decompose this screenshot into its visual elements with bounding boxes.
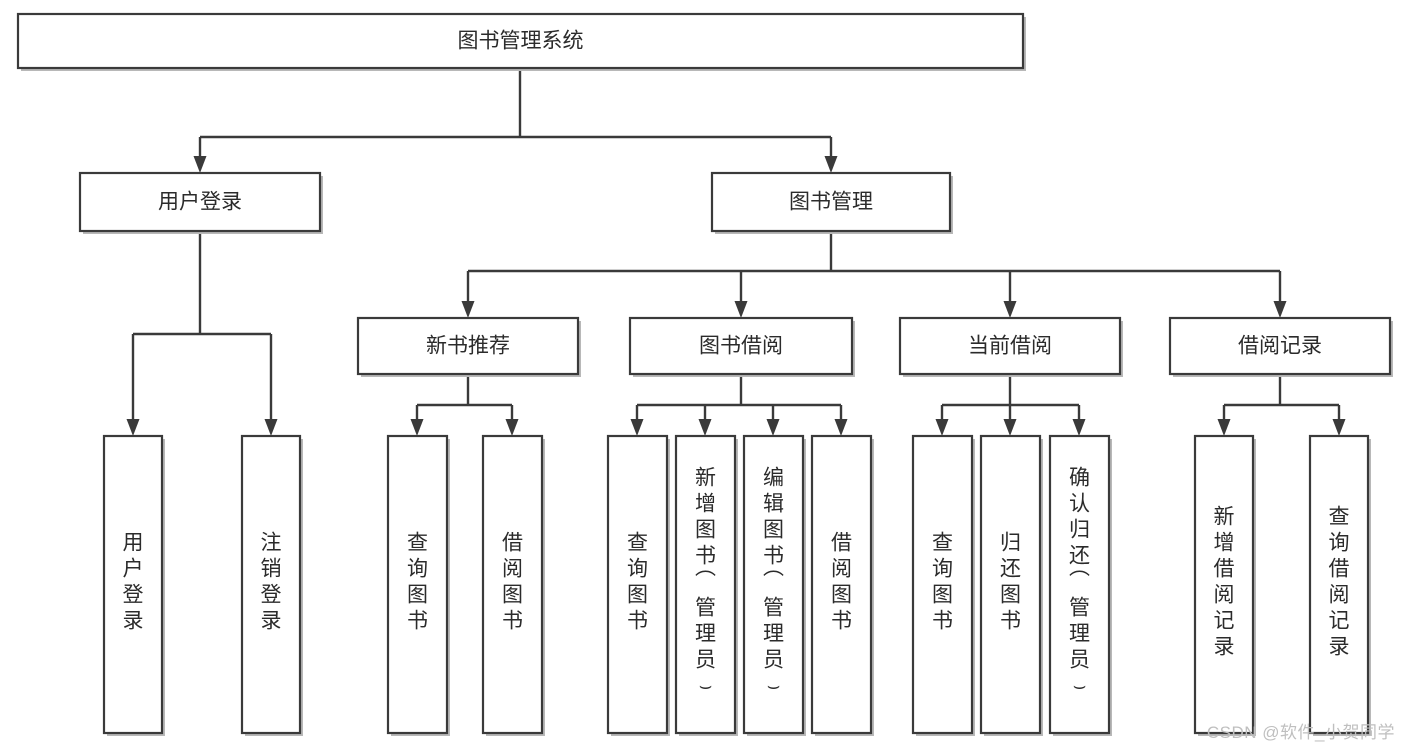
root-node-e59bbee4b9a6e7aea1e79086[interactable]: 图书管理系统 (16, 12, 1026, 71)
level3-node-e696b0e4b9a6e68ea8e88d90[interactable]: 新书推荐 (356, 316, 581, 377)
node-layer: 图书管理系统用户登录图书管理新书推荐图书借阅当前借阅借阅记录用户登录注销登录查询… (16, 12, 1393, 736)
leaf-node-e696b0e5a29ee5809fe99885[interactable]: 新增借阅记录 (1193, 434, 1256, 736)
connector-borrow-record-to-leaves (1217, 374, 1346, 436)
node-label: 借阅图书 (831, 532, 852, 633)
leaf-node-e69fa5e8afa2e59bbee4b9a6[interactable]: 查询图书 (386, 434, 450, 736)
node-label: 新书推荐 (426, 335, 510, 358)
node-label: 查询图书 (627, 532, 648, 633)
node-label: 注销登录 (261, 532, 282, 633)
level3-node-e5809fe99885e8aeb0e5bd95[interactable]: 借阅记录 (1168, 316, 1393, 377)
node-label: 用户登录 (158, 191, 242, 214)
node-label: 图书管理 (789, 191, 873, 214)
leaf-node-e7bc96e8be91e59bbee4b9a6[interactable]: 编辑图书⌒管理员⌣ (742, 434, 806, 736)
connector-user-login-to-leaves (126, 231, 278, 436)
node-label: 图书借阅 (699, 335, 783, 358)
node-label: 查询借阅记录 (1329, 506, 1350, 659)
level3-node-e5bd93e5898de5809fe99885[interactable]: 当前借阅 (898, 316, 1123, 377)
node-label: 图书管理系统 (458, 30, 584, 53)
leaf-node-e69fa5e8afa2e5809fe99885[interactable]: 查询借阅记录 (1308, 434, 1371, 736)
leaf-node-e5bd92e8bf98e59bbee4b9a6[interactable]: 归还图书 (979, 434, 1043, 736)
node-label: 用户登录 (123, 532, 144, 633)
level3-node-e59bbee4b9a6e5809fe99885[interactable]: 图书借阅 (628, 316, 855, 377)
node-label: 新增借阅记录 (1214, 506, 1235, 659)
leaf-node-e5809fe99885e59bbee4b9a6[interactable]: 借阅图书 (481, 434, 545, 736)
node-label: 借阅图书 (502, 532, 523, 633)
connector-root-to-level2 (193, 68, 838, 173)
leaf-node-e7a1aee8aea4e5bd92e8bf98[interactable]: 确认归还⌒管理员⌣ (1048, 434, 1112, 736)
connector-current-borrow-to-leaves (935, 374, 1086, 436)
leaf-node-e696b0e5a29ee59bbee4b9a6[interactable]: 新增图书⌒管理员⌣ (674, 434, 738, 736)
leaf-node-e6b3a8e99480e799bbe5bd95[interactable]: 注销登录 (240, 434, 303, 736)
connector-book-mgmt-to-level3 (461, 231, 1287, 318)
connector-new-book-to-leaves (410, 374, 519, 436)
leaf-node-e5809fe99885e59bbee4b9a6[interactable]: 借阅图书 (810, 434, 874, 736)
node-label: 编辑图书⌒管理员⌣ (763, 467, 784, 698)
level2-node-e59bbee4b9a6e7aea1e79086[interactable]: 图书管理 (710, 171, 953, 234)
node-label: 借阅记录 (1238, 335, 1322, 358)
leaf-node-e69fa5e8afa2e59bbee4b9a6[interactable]: 查询图书 (911, 434, 975, 736)
node-label: 新增图书⌒管理员⌣ (695, 467, 716, 698)
connector-borrow-to-leaves (630, 374, 848, 436)
leaf-node-e69fa5e8afa2e59bbee4b9a6[interactable]: 查询图书 (606, 434, 670, 736)
node-label: 当前借阅 (968, 335, 1052, 358)
connector-layer (126, 68, 1346, 436)
node-label: 查询图书 (932, 532, 953, 633)
leaf-node-e794a8e688b7e799bbe5bd95[interactable]: 用户登录 (102, 434, 165, 736)
node-label: 查询图书 (407, 532, 428, 633)
node-label: 归还图书 (1000, 532, 1021, 633)
level2-node-e794a8e688b7e799bbe5bd95[interactable]: 用户登录 (78, 171, 323, 234)
node-label: 确认归还⌒管理员⌣ (1069, 467, 1090, 698)
